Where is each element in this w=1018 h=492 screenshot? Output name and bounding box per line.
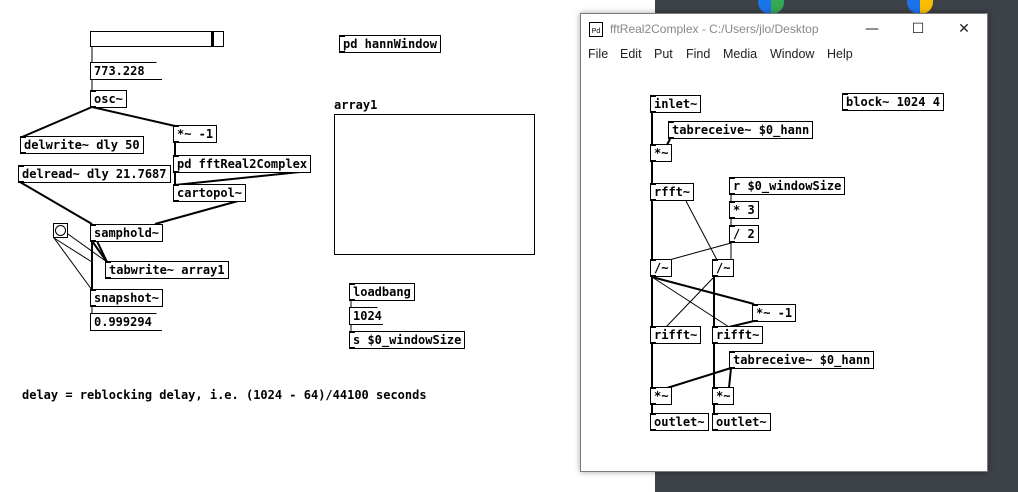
rfft-object[interactable]: rfft~: [650, 183, 695, 201]
menu-edit[interactable]: Edit: [620, 47, 642, 61]
menu-file[interactable]: File: [588, 47, 609, 61]
array-label: array1: [334, 98, 378, 112]
frequency-slider[interactable]: [90, 31, 224, 47]
chrome-shortcut-icon[interactable]: [758, 0, 784, 14]
multiply-3-object[interactable]: * 3: [729, 201, 759, 219]
multiply-object-right[interactable]: *~: [712, 387, 735, 405]
send-windowsize-object[interactable]: s $0_windowSize: [349, 331, 466, 349]
subpatch-window[interactable]: Pd fftReal2Complex - C:/Users/jlo/Deskto…: [580, 13, 988, 472]
window-title: fftReal2Complex - C:/Users/jlo/Desktop: [610, 22, 819, 36]
multiply-negative-object[interactable]: *~ -1: [173, 125, 218, 143]
loadbang-object[interactable]: loadbang: [349, 283, 415, 301]
tabreceive-hann-object-2[interactable]: tabreceive~ $0_hann: [729, 351, 875, 369]
divide-2-object[interactable]: / 2: [729, 225, 759, 243]
title-bar[interactable]: Pd fftReal2Complex - C:/Users/jlo/Deskto…: [581, 14, 987, 46]
menu-window[interactable]: Window: [770, 47, 815, 61]
fftreal2complex-subpatch[interactable]: pd fftReal2Complex: [173, 155, 312, 173]
subpatch-canvas[interactable]: inlet~ block~ 1024 4 tabreceive~ $0_hann…: [581, 14, 987, 471]
message-1024[interactable]: 1024: [349, 307, 383, 325]
divide-object-left[interactable]: /~: [650, 259, 673, 277]
snapshot-object[interactable]: snapshot~: [90, 289, 164, 307]
slider-knob[interactable]: [211, 32, 214, 46]
tabwrite-object[interactable]: tabwrite~ array1: [105, 261, 229, 279]
rifft-object-right[interactable]: rifft~: [712, 326, 764, 344]
tabreceive-hann-object[interactable]: tabreceive~ $0_hann: [668, 121, 814, 139]
osc-object[interactable]: osc~: [90, 90, 127, 108]
outlet-object-left[interactable]: outlet~: [650, 413, 709, 431]
menu-put[interactable]: Put: [654, 47, 673, 61]
multiply-object-left[interactable]: *~: [650, 387, 673, 405]
menu-media[interactable]: Media: [723, 47, 758, 61]
multiply-negative-object[interactable]: *~ -1: [752, 304, 797, 322]
samphold-object[interactable]: samphold~: [90, 224, 164, 242]
receive-windowsize-object[interactable]: r $0_windowSize: [729, 177, 846, 195]
bang-button[interactable]: [53, 223, 68, 238]
multiply-object[interactable]: *~: [650, 144, 673, 162]
result-number-box[interactable]: 0.999294: [90, 313, 162, 331]
frequency-number-box[interactable]: 773.228: [90, 62, 162, 80]
divide-object-right[interactable]: /~: [712, 259, 735, 277]
rifft-object-left[interactable]: rifft~: [650, 326, 702, 344]
delay-comment: delay = reblocking delay, i.e. (1024 - 6…: [22, 388, 427, 402]
block-object[interactable]: block~ 1024 4: [842, 93, 944, 111]
chrome-shortcut-icon[interactable]: [907, 0, 933, 14]
delwrite-object[interactable]: delwrite~ dly 50: [20, 136, 144, 154]
menu-help[interactable]: Help: [827, 47, 853, 61]
main-patch-canvas[interactable]: 773.228 osc~ delwrite~ dly 50 *~ -1 pd f…: [0, 0, 575, 492]
menu-find[interactable]: Find: [686, 47, 711, 61]
array-graph[interactable]: [334, 114, 535, 255]
menu-bar: File Edit Put Find Media Window Help: [581, 46, 987, 66]
subpatch-wires: [651, 112, 755, 413]
hannwindow-subpatch[interactable]: pd hannWindow: [339, 35, 441, 53]
inlet-object[interactable]: inlet~: [650, 95, 702, 113]
maximize-button[interactable]: ☐: [911, 21, 925, 37]
outlet-object-right[interactable]: outlet~: [712, 413, 771, 431]
close-button[interactable]: ✕: [958, 21, 970, 37]
delread-object[interactable]: delread~ dly 21.7687: [18, 165, 171, 183]
minimize-button[interactable]: —: [865, 21, 879, 37]
cartopol-object[interactable]: cartopol~: [173, 184, 247, 202]
pd-app-icon: Pd: [589, 22, 603, 37]
